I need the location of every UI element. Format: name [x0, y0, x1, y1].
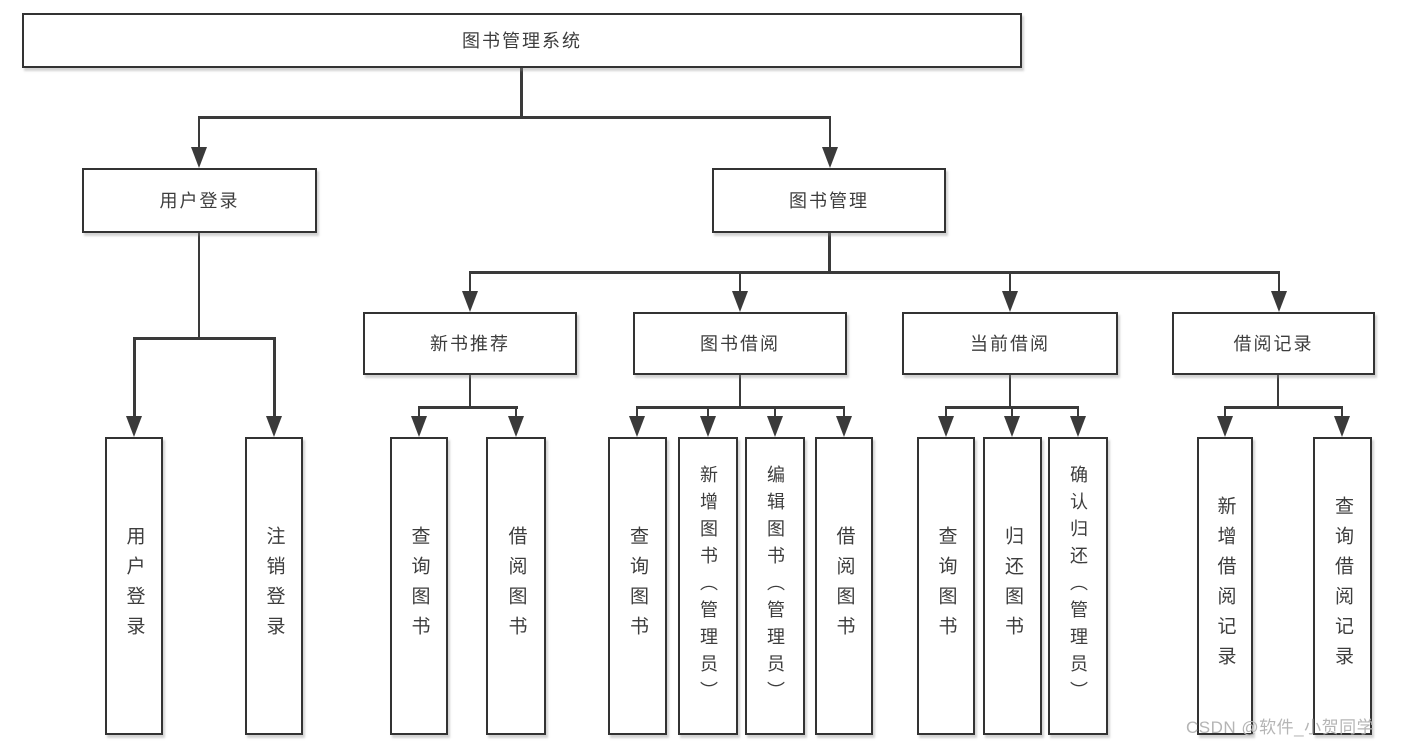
node-leaf-current-query-book: 查询图书 [917, 437, 975, 735]
connector-drop-leaf [706, 406, 710, 418]
node-label: 借阅图书 [505, 526, 527, 646]
connector-drop-level3 [1008, 271, 1012, 292]
branch-line-records [1224, 406, 1343, 409]
node-label: 图书管理 [789, 190, 869, 211]
node-user-login: 用户登录 [82, 168, 317, 233]
connector-drop-leaf [944, 406, 948, 418]
arrow-down-icon [822, 147, 838, 168]
connector-drop-user-login [197, 116, 201, 150]
connector-borrow-stub [738, 374, 742, 408]
branch-line-user-login [133, 337, 275, 340]
arrow-down-icon [836, 416, 852, 437]
connector-drop-leaf [1076, 406, 1080, 418]
branch-line-recommend [418, 406, 518, 409]
node-borrow-records: 借阅记录 [1172, 312, 1375, 375]
node-label: 新增图书（管理员） [698, 464, 718, 708]
node-root: 图书管理系统 [22, 13, 1022, 68]
node-label: 归还图书 [1002, 526, 1023, 646]
arrow-down-icon [1004, 416, 1020, 437]
arrow-down-icon [1217, 416, 1233, 437]
node-leaf-borrow-edit-book: 编辑图书（管理员） [745, 437, 805, 735]
node-label: 用户登录 [123, 526, 145, 646]
connector-drop-level3 [1277, 271, 1281, 292]
arrow-down-icon [508, 416, 524, 437]
connector-drop-leaf [842, 406, 846, 418]
node-book-borrow: 图书借阅 [633, 312, 847, 375]
node-label: 查询图书 [935, 526, 957, 646]
arrow-down-icon [191, 147, 207, 168]
branch-line-level3 [469, 271, 1280, 274]
arrow-down-icon [1271, 291, 1287, 312]
connector-drop-book-management [828, 116, 832, 150]
arrow-down-icon [700, 416, 716, 437]
connector-drop-leaf [273, 337, 276, 417]
arrow-down-icon [266, 416, 282, 437]
node-label: 借阅记录 [1233, 333, 1314, 354]
connector-drop-leaf [1223, 406, 1227, 418]
node-label: 图书管理系统 [462, 30, 582, 51]
connector-drop-leaf [773, 406, 777, 418]
node-book-management: 图书管理 [712, 168, 946, 233]
connector-recommend-stub [468, 374, 472, 408]
connector-drop-leaf [635, 406, 639, 418]
node-label: 查询图书 [408, 526, 430, 646]
connector-root-stub [520, 67, 523, 118]
arrow-down-icon [629, 416, 645, 437]
arrow-down-icon [462, 291, 478, 312]
node-label: 注销登录 [263, 526, 285, 646]
node-leaf-logout: 注销登录 [245, 437, 303, 735]
node-leaf-records-query-record: 查询借阅记录 [1313, 437, 1372, 735]
connector-current-stub [1008, 374, 1012, 408]
arrow-down-icon [1334, 416, 1350, 437]
arrow-down-icon [938, 416, 954, 437]
node-label: 新增借阅记录 [1214, 496, 1236, 676]
watermark: CSDN @软件_小贺同学 [1186, 718, 1375, 737]
connector-drop-level3 [468, 271, 472, 292]
node-label: 查询借阅记录 [1332, 496, 1353, 676]
connector-user-login-stub [197, 232, 201, 338]
node-current-borrow: 当前借阅 [902, 312, 1118, 375]
node-label: 图书借阅 [700, 333, 780, 354]
connector-drop-leaf [514, 406, 518, 418]
node-leaf-current-return-book: 归还图书 [983, 437, 1042, 735]
node-label: 新书推荐 [430, 333, 510, 354]
connector-drop-leaf [417, 406, 421, 418]
arrow-down-icon [126, 416, 142, 437]
connector-book-management-stub [828, 233, 831, 272]
node-label: 当前借阅 [970, 333, 1050, 354]
connector-records-stub [1276, 374, 1280, 408]
node-leaf-current-confirm-return: 确认归还（管理员） [1048, 437, 1108, 735]
node-label: 编辑图书（管理员） [765, 464, 785, 708]
node-leaf-borrow-borrow-book: 借阅图书 [815, 437, 873, 735]
node-leaf-records-add-record: 新增借阅记录 [1197, 437, 1253, 735]
node-leaf-borrow-add-book: 新增图书（管理员） [678, 437, 738, 735]
node-label: 查询图书 [627, 526, 648, 646]
arrow-down-icon [1002, 291, 1018, 312]
connector-drop-leaf [1340, 406, 1344, 418]
arrow-down-icon [732, 291, 748, 312]
node-leaf-recommend-query-book: 查询图书 [390, 437, 448, 735]
branch-line-level2 [198, 116, 831, 119]
connector-drop-leaf [133, 337, 136, 417]
arrow-down-icon [767, 416, 783, 437]
node-leaf-borrow-query-book: 查询图书 [608, 437, 667, 735]
connector-drop-level3 [738, 271, 742, 292]
node-leaf-recommend-borrow-book: 借阅图书 [486, 437, 546, 735]
node-label: 确认归还（管理员） [1068, 464, 1088, 708]
arrow-down-icon [411, 416, 427, 437]
node-label: 借阅图书 [833, 526, 855, 646]
node-leaf-user-login: 用户登录 [105, 437, 163, 735]
branch-line-borrow [636, 406, 845, 409]
connector-drop-leaf [1010, 406, 1014, 418]
node-label: 用户登录 [159, 190, 240, 211]
node-new-book-recommend: 新书推荐 [363, 312, 577, 375]
arrow-down-icon [1070, 416, 1086, 437]
